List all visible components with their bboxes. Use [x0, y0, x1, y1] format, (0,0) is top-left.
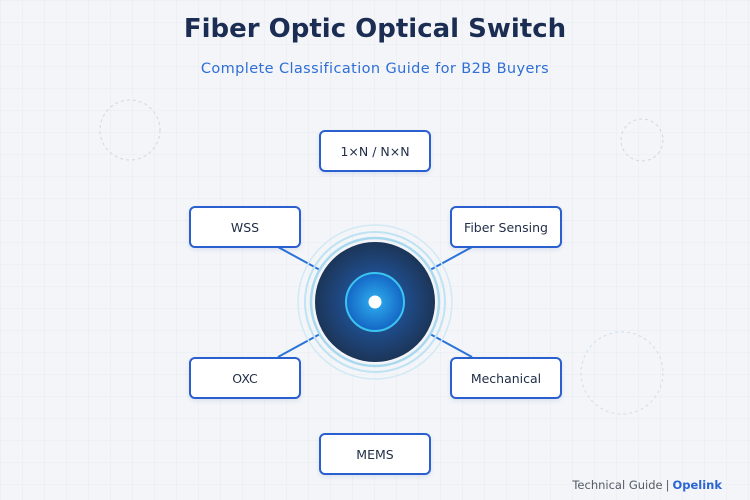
decorative-circle — [580, 331, 664, 415]
connector-wss — [277, 246, 321, 271]
node-mechanical: Mechanical — [450, 357, 562, 399]
connector-mechanical — [429, 333, 473, 358]
connector-oxc — [277, 333, 321, 358]
footer-label: Technical Guide — [572, 478, 663, 492]
node-mems: MEMS — [319, 433, 431, 475]
page-title: Fiber Optic Optical Switch — [183, 14, 567, 44]
connector-fiber-sensing — [429, 246, 473, 271]
footer-brand: Opelink — [672, 478, 722, 492]
page-subtitle: Complete Classification Guide for B2B Bu… — [200, 61, 550, 77]
footer-separator: | — [665, 478, 670, 492]
node-fiber-sensing: Fiber Sensing — [450, 206, 562, 248]
decorative-circle — [620, 118, 664, 162]
node-1xn-nxn: 1×N / N×N — [319, 130, 431, 172]
decorative-circle — [99, 99, 161, 161]
central-hub — [297, 224, 453, 380]
node-oxc: OXC — [189, 357, 301, 399]
footer: Technical Guide|Opelink — [572, 478, 722, 492]
node-wss: WSS — [189, 206, 301, 248]
